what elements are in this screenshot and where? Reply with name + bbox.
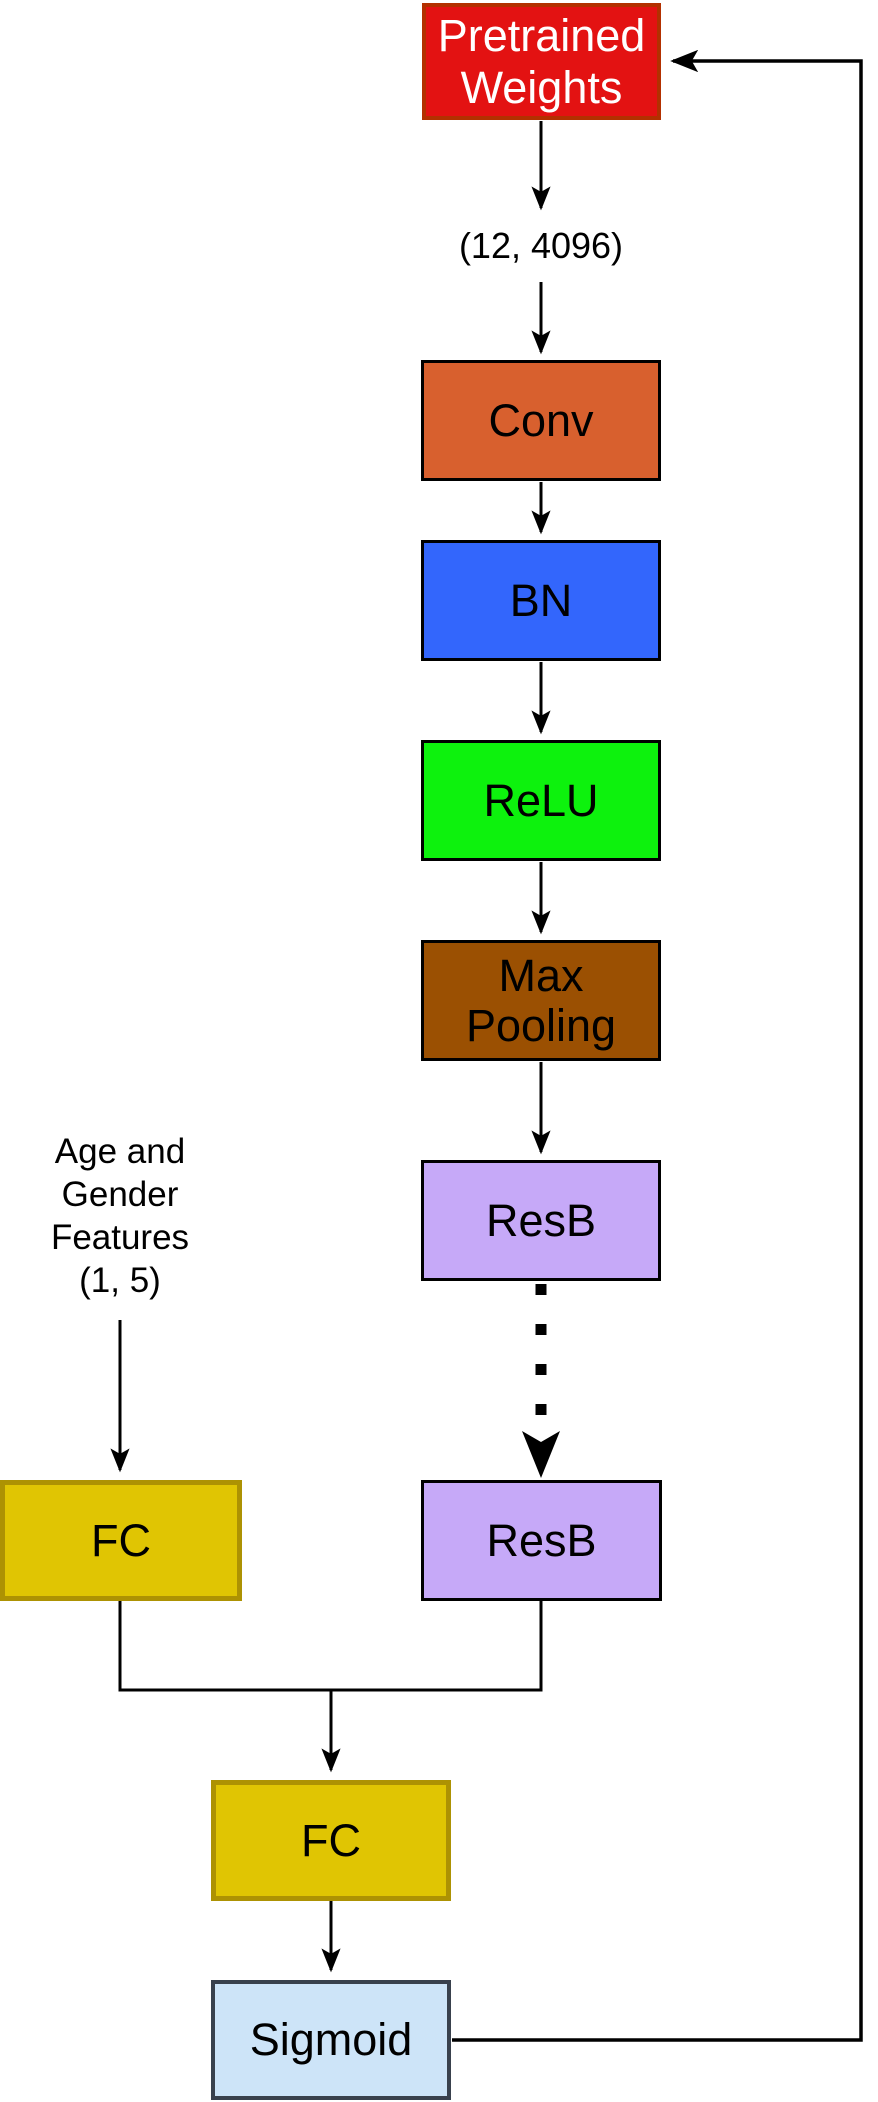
node-label: Sigmoid — [249, 2014, 413, 2065]
node-label: Pretrained Weights — [437, 9, 646, 113]
node-sigmoid: Sigmoid — [211, 1980, 451, 2100]
node-label: ResB — [485, 1194, 597, 1246]
node-label: Conv — [488, 394, 594, 446]
node-label: ReLU — [483, 774, 599, 826]
node-label: FC — [301, 1814, 361, 1866]
input-shape-label: (12, 4096) — [458, 225, 624, 266]
node-label: ResB — [486, 1514, 597, 1566]
feedback-arrow-sigmoid-to-pretrained — [452, 49, 863, 2042]
node-label: Max Pooling — [465, 949, 617, 1051]
node-label: BN — [509, 574, 573, 626]
node-conv: Conv — [421, 360, 661, 481]
age-gender-features-label: Age and Gender Features (1, 5) — [50, 1132, 190, 1300]
node-label: FC — [91, 1514, 151, 1566]
node-relu: ReLU — [421, 740, 661, 861]
node-resb-2: ResB — [421, 1480, 662, 1601]
node-max-pooling: Max Pooling — [421, 940, 661, 1061]
node-pretrained-weights: Pretrained Weights — [422, 3, 661, 120]
node-resb-1: ResB — [421, 1160, 661, 1281]
node-bn: BN — [421, 540, 661, 661]
node-fc-2: FC — [211, 1780, 451, 1901]
dotted-arrowhead — [522, 1431, 560, 1478]
node-fc-1: FC — [0, 1480, 242, 1601]
